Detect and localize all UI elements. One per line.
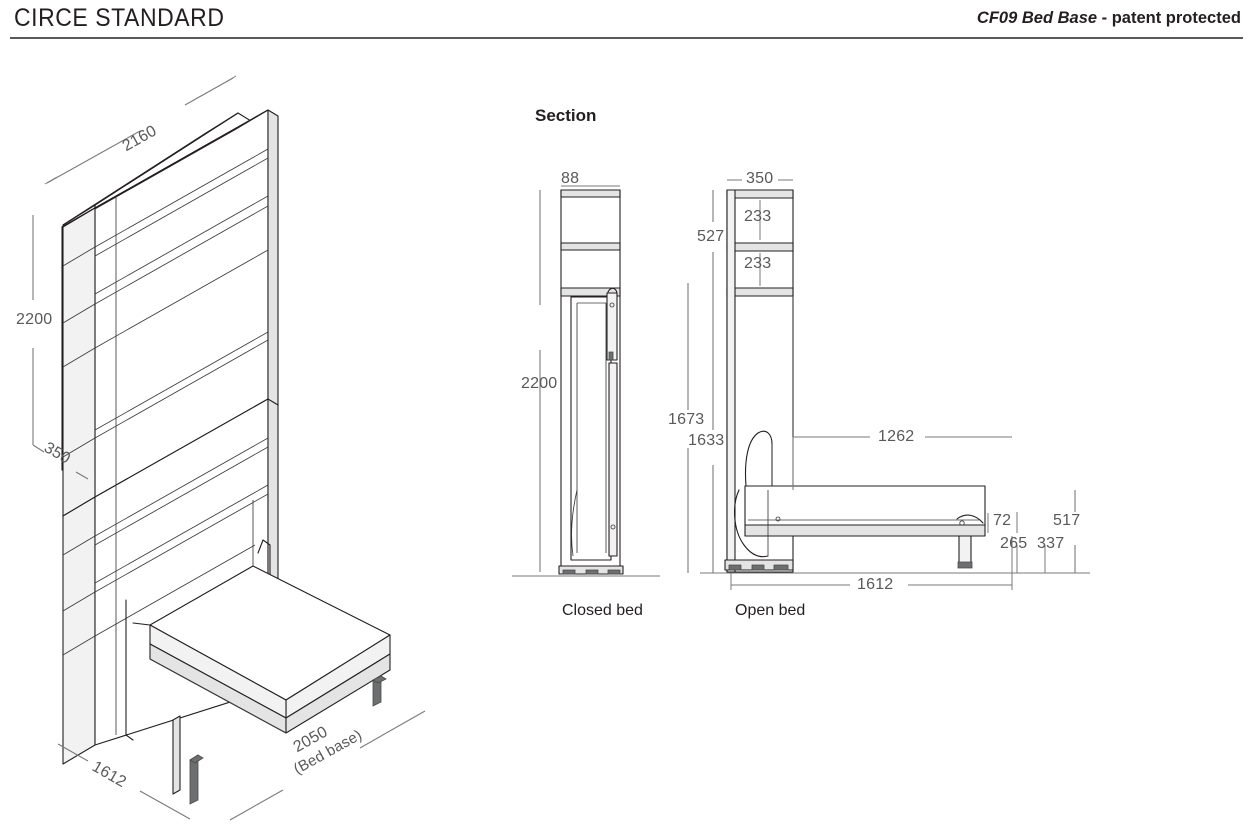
header-divider [10, 37, 1243, 39]
dim-label-350-section: 350 [746, 170, 774, 187]
dim-1262 [792, 436, 1012, 490]
dim-2160 [44, 75, 237, 185]
dim-label-337: 337 [1037, 535, 1065, 552]
section-open-bed [687, 179, 1090, 590]
dim-2050-iso [229, 710, 426, 821]
dim-label-2200-iso: 2200 [16, 311, 53, 328]
dim-label-1633: 1633 [688, 432, 725, 449]
dim-label-233-lower: 233 [744, 255, 772, 272]
dim-1612-section [730, 536, 1013, 590]
dim-label-265: 265 [1000, 535, 1028, 552]
dim-label-1262: 1262 [878, 428, 915, 445]
dim-350-iso [32, 444, 89, 480]
dim-label-1673: 1673 [668, 411, 705, 428]
dim-label-233-upper: 233 [744, 208, 772, 225]
dim-label-2200-section: 2200 [521, 375, 558, 392]
iso-open-geometry [62, 398, 391, 805]
iso-closed-geometry [62, 109, 279, 518]
section-title: Section [535, 106, 597, 125]
dim-right-stack [987, 490, 1076, 573]
dim-label-88: 88 [561, 170, 580, 187]
dim-1612-iso [57, 743, 191, 820]
dim-label-72: 72 [993, 512, 1012, 529]
bed-mattress [149, 565, 391, 719]
page-title: CIRCE STANDARD [14, 4, 225, 32]
section-closed-bed [512, 185, 660, 577]
model-note: - patent protected [1097, 9, 1241, 27]
model-title: CF09 Bed Base - patent protected [977, 9, 1241, 28]
iso-open-bed [57, 398, 426, 821]
dim-label-527: 527 [697, 228, 725, 245]
dim-label-517: 517 [1053, 512, 1081, 529]
dim-label-1612-section: 1612 [857, 576, 894, 593]
iso-closed-bed [32, 75, 279, 518]
model-name: CF09 Bed Base [976, 9, 1098, 27]
view-label-closed-bed: Closed bed [562, 602, 643, 619]
view-label-open-bed: Open bed [735, 602, 806, 619]
